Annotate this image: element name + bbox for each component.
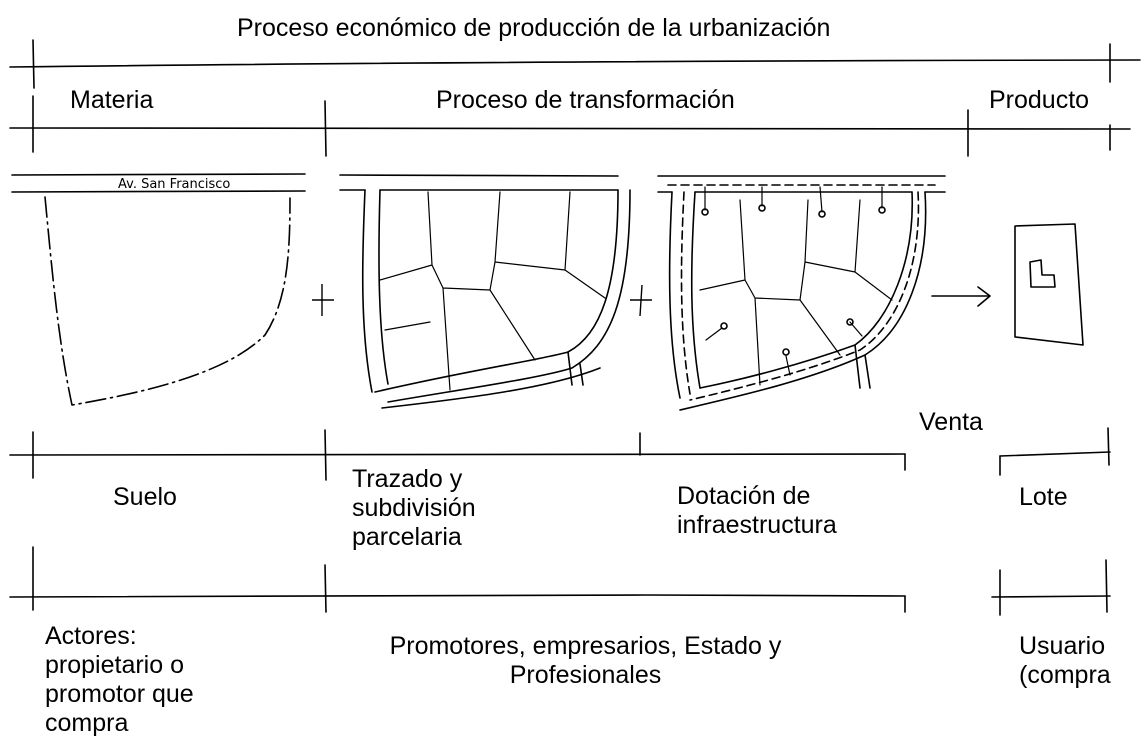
house-shape <box>1029 259 1056 288</box>
utility-connections <box>704 186 883 376</box>
stage-line <box>9 95 1131 157</box>
actors-user: Usuario (compra <box>1019 632 1111 689</box>
sale-arrow <box>931 286 991 307</box>
step-trazado: Trazado y subdivisión parcelaria <box>352 465 476 551</box>
step-suelo: Suelo <box>113 483 177 511</box>
actors-owner: Actores: propietario o promotor que comp… <box>45 622 194 737</box>
lot-lines <box>379 191 606 391</box>
plus-signs <box>312 284 652 317</box>
step-venta: Venta <box>919 408 983 436</box>
diagram-title: Proceso económico de producción de la ur… <box>237 14 831 42</box>
sketch-dotacion <box>657 175 946 411</box>
stage-producto: Producto <box>989 86 1090 114</box>
street-label: Av. San Francisco <box>118 177 231 192</box>
step-lote: Lote <box>1019 483 1068 511</box>
step-dotacion: Dotación de infraestructura <box>677 482 837 539</box>
actors-promoters: Promotores, empresarios, Estado y Profes… <box>389 632 782 689</box>
sketch-suelo <box>11 173 306 406</box>
actors-line <box>9 546 1111 616</box>
stage-materia: Materia <box>70 86 154 114</box>
step-line <box>9 427 1111 481</box>
sketch-trazado <box>339 174 631 409</box>
suelo-boundary <box>44 196 291 406</box>
title-line <box>9 39 1141 89</box>
stage-proceso: Proceso de transformación <box>436 86 735 114</box>
infra-lots <box>699 199 893 386</box>
sketch-lote <box>1014 223 1084 346</box>
